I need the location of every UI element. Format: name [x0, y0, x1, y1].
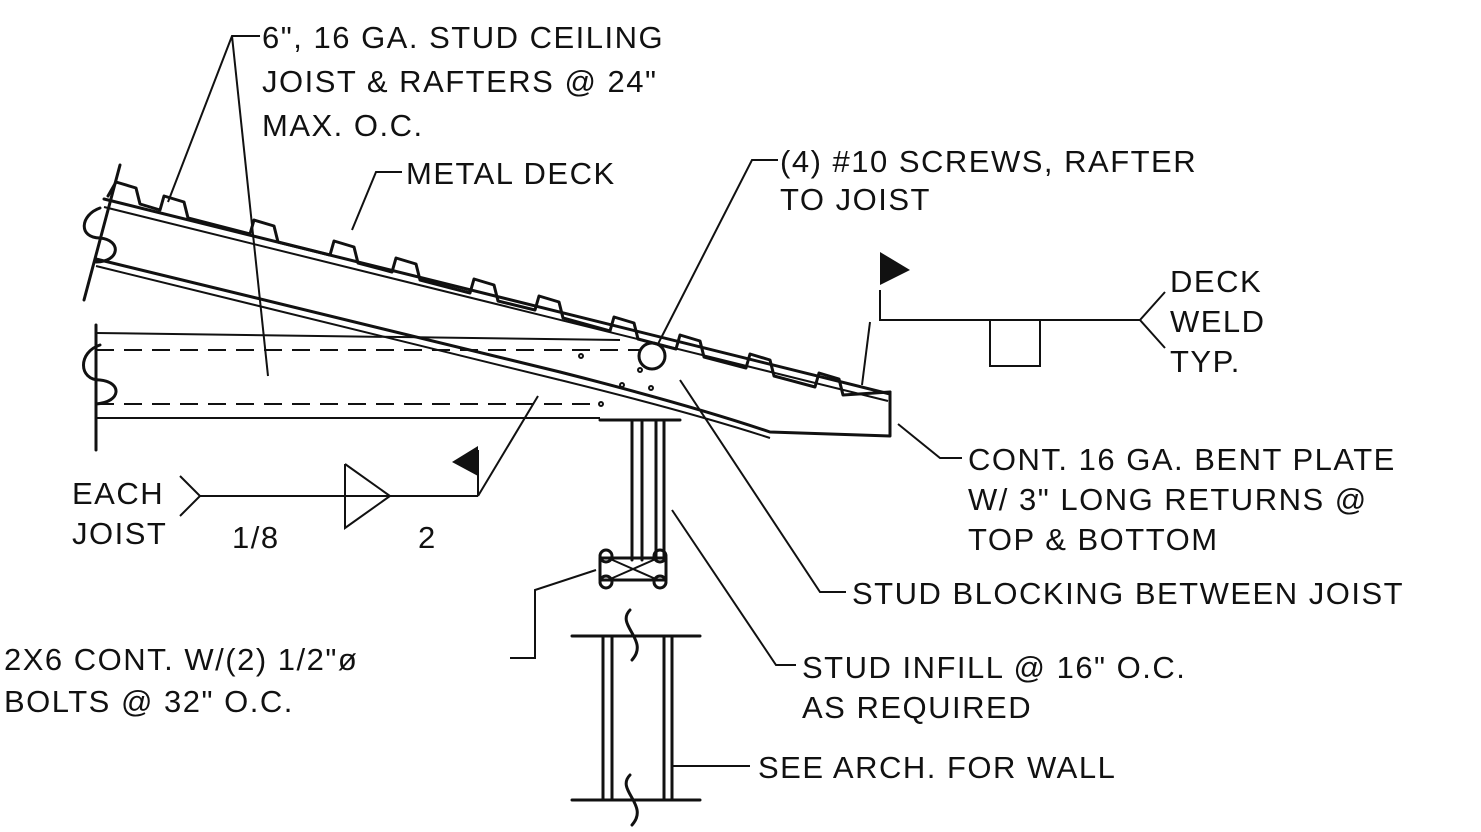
label-screws-1: (4) #10 SCREWS, RAFTER [780, 144, 1197, 179]
label-deck-weld-2: WELD [1170, 304, 1266, 339]
wall-below [570, 608, 702, 827]
label-joist-rafters-2: JOIST & RAFTERS @ 24" [262, 64, 658, 99]
leader-lines [167, 35, 1166, 767]
label-deck-weld-3: TYP. [1170, 344, 1241, 379]
label-screws-2: TO JOIST [780, 182, 931, 217]
label-joist-rafters-3: MAX. O.C. [262, 108, 424, 143]
label-metal-deck: METAL DECK [406, 156, 616, 191]
stud-infill-post [598, 418, 682, 562]
label-each-joist-2: JOIST [72, 516, 167, 551]
label-bent-plate-3: TOP & BOTTOM [968, 522, 1219, 557]
label-each-joist-1: EACH [72, 476, 164, 511]
label-bent-plate-1: CONT. 16 GA. BENT PLATE [968, 442, 1396, 477]
label-bent-plate-2: W/ 3" LONG RETURNS @ [968, 482, 1368, 517]
label-see-arch: SEE ARCH. FOR WALL [758, 750, 1116, 785]
label-weld-length: 2 [418, 520, 437, 555]
ceiling-joist [95, 332, 640, 419]
label-stud-blocking: STUD BLOCKING BETWEEN JOIST [852, 576, 1404, 611]
weld-flags [452, 252, 910, 476]
label-stud-infill-1: STUD INFILL @ 16" O.C. [802, 650, 1186, 685]
rafter [94, 197, 892, 439]
label-joist-rafters-1: 6", 16 GA. STUD CEILING [262, 20, 664, 55]
label-deck-weld-1: DECK [1170, 264, 1262, 299]
2x6-plate-bolts [598, 548, 668, 590]
break-line-left [82, 163, 122, 452]
metal-deck [106, 180, 892, 397]
label-stud-infill-2: AS REQUIRED [802, 690, 1032, 725]
label-bolts-1: 2X6 CONT. W/(2) 1/2"ø [4, 642, 358, 677]
label-weld-size: 1/8 [232, 520, 280, 555]
stud-blocking [578, 341, 667, 407]
label-bolts-2: BOLTS @ 32" O.C. [4, 684, 294, 719]
